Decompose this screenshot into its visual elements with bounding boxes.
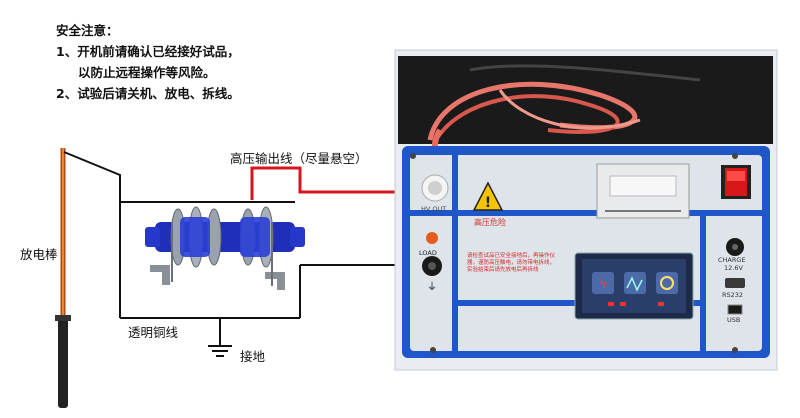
screen-icon-settings[interactable] — [656, 272, 678, 294]
safety-note-1: 1、开机前请确认已经接好试品， — [56, 44, 240, 59]
discharge-rod-label: 放电棒 — [20, 247, 58, 262]
hv-out-label: HV OUT — [421, 205, 447, 213]
safety-notes-title: 安全注意： — [56, 23, 119, 38]
screen-icon-waveform[interactable] — [624, 272, 646, 294]
safety-note-1-continued: 以防止远程操作等风险。 — [78, 65, 216, 80]
hv-output-cable — [250, 166, 432, 200]
charge-label: CHARGE — [718, 256, 746, 264]
ground-symbol-icon — [208, 345, 232, 357]
safety-notes: 安全注意： 1、开机前请确认已经接好试品， 以防止远程操作等风险。 2、试验后请… — [56, 20, 316, 104]
indicator-lamp — [426, 232, 438, 244]
caution-text: 请检查试品已安全接地后，再操作仪器，谨防高压触电，请勿带电拆线，实验结束后请先放… — [467, 253, 556, 273]
usb-label: USB — [727, 316, 741, 324]
rod-wire — [63, 151, 121, 202]
warning-triangle-icon: ! — [472, 181, 504, 211]
svg-text:!: ! — [485, 195, 491, 211]
safety-note-2: 2、试验后请关机、放电、拆线。 — [56, 86, 240, 101]
ground-wire-label: 透明铜线 — [128, 325, 179, 340]
rs232-label: RS232 — [722, 291, 744, 299]
discharge-rod — [55, 148, 71, 408]
ground-terminal-label: LOAD — [419, 249, 437, 257]
svg-text:⏚: ⏚ — [427, 281, 437, 293]
rs232-port[interactable] — [725, 278, 745, 288]
test-specimen — [145, 206, 305, 290]
svg-text:ϟ: ϟ — [599, 277, 607, 291]
screen-icon-lightning[interactable] — [592, 272, 614, 294]
ground-label: 接地 — [240, 349, 266, 364]
warning-label: 高压危险 — [474, 218, 506, 227]
hv-cable-label: 高压输出线（尽量悬空） — [230, 151, 368, 166]
usb-port[interactable] — [727, 304, 743, 315]
charge-voltage: 12.6V — [724, 264, 743, 272]
